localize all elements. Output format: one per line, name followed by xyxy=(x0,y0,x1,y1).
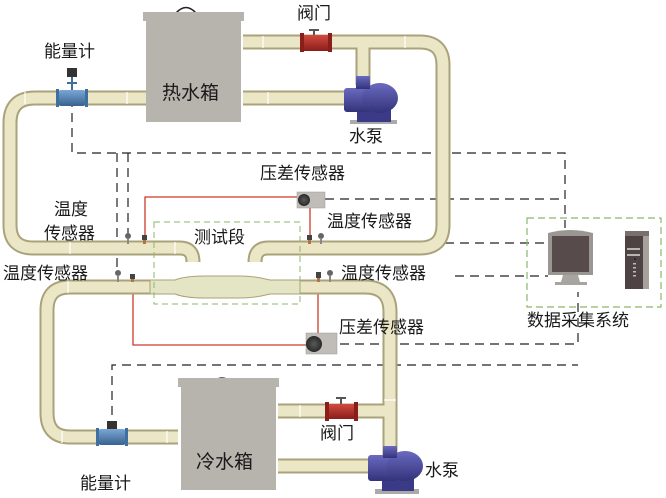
data-line-cold xyxy=(111,364,578,430)
hot-valve[interactable] xyxy=(300,29,332,52)
pipe-cold-supply xyxy=(300,281,396,460)
test-section-label: 测试段 xyxy=(194,228,245,248)
temp-probe-top-left xyxy=(125,233,131,244)
hot-energy-meter[interactable] xyxy=(56,68,88,107)
daq-label: 数据采集系统 xyxy=(527,311,629,331)
monitor-icon xyxy=(548,230,593,285)
temp-sensor-top-left-label-line2: 传感器 xyxy=(44,224,95,244)
cold-water-tank[interactable] xyxy=(178,377,279,490)
cold-valve-label: 阀门 xyxy=(320,424,354,444)
hot-valve-label: 阀门 xyxy=(297,4,331,24)
cold-energy-meter-label: 能量计 xyxy=(80,474,131,494)
cold-tank-label: 冷水箱 xyxy=(196,451,254,473)
dp-sensor-top[interactable] xyxy=(296,191,326,209)
temp-probe-bottom-left xyxy=(115,270,121,282)
pipe-hot-return xyxy=(4,92,199,263)
pressure-tap-bottom-left xyxy=(130,274,135,282)
computer-tower-icon xyxy=(625,231,649,289)
dp-sensor-bottom-label: 压差传感器 xyxy=(339,318,424,338)
pressure-tap-top-left xyxy=(142,235,147,244)
data-line-hot-meter xyxy=(71,98,566,228)
pressure-tap-top-right xyxy=(307,235,312,244)
pressure-line-top xyxy=(144,196,300,238)
daq-box xyxy=(526,217,662,308)
data-lines xyxy=(71,98,579,430)
dp-sensor-top-label: 压差传感器 xyxy=(260,164,345,184)
cold-valve[interactable] xyxy=(325,397,358,421)
cold-pump[interactable] xyxy=(368,446,423,494)
test-section-pipe xyxy=(149,275,301,299)
data-line-dp-bottom xyxy=(340,292,579,345)
temp-sensor-top-left-label-line1: 温度 xyxy=(54,200,88,220)
temp-sensor-bottom-left-label: 温度传感器 xyxy=(3,264,88,284)
pressure-line-bottom xyxy=(132,283,307,346)
dp-sensor-bottom[interactable] xyxy=(305,332,338,355)
hot-pump[interactable] xyxy=(344,76,398,124)
pressure-tap-bottom-right xyxy=(316,272,321,282)
pressure-lines xyxy=(132,196,319,346)
hot-water-tank[interactable] xyxy=(143,6,244,123)
test-section-box xyxy=(153,221,301,305)
cold-energy-meter[interactable] xyxy=(96,421,128,446)
temp-sensor-top-right-label: 温度传感器 xyxy=(327,212,412,232)
temp-probe-bottom-right xyxy=(327,270,333,282)
cold-pump-label: 水泵 xyxy=(425,461,459,481)
hot-tank-handle xyxy=(175,6,197,14)
hot-tank-label: 热水箱 xyxy=(162,82,220,104)
hot-energy-meter-label: 能量计 xyxy=(44,42,95,62)
temp-sensor-bottom-right-label: 温度传感器 xyxy=(341,264,426,284)
pipe-hot-supply xyxy=(243,36,449,263)
hot-pump-label: 水泵 xyxy=(349,127,383,147)
probes xyxy=(115,233,333,282)
pipe-cold-return xyxy=(41,281,178,443)
temp-probe-top-right xyxy=(318,233,324,244)
